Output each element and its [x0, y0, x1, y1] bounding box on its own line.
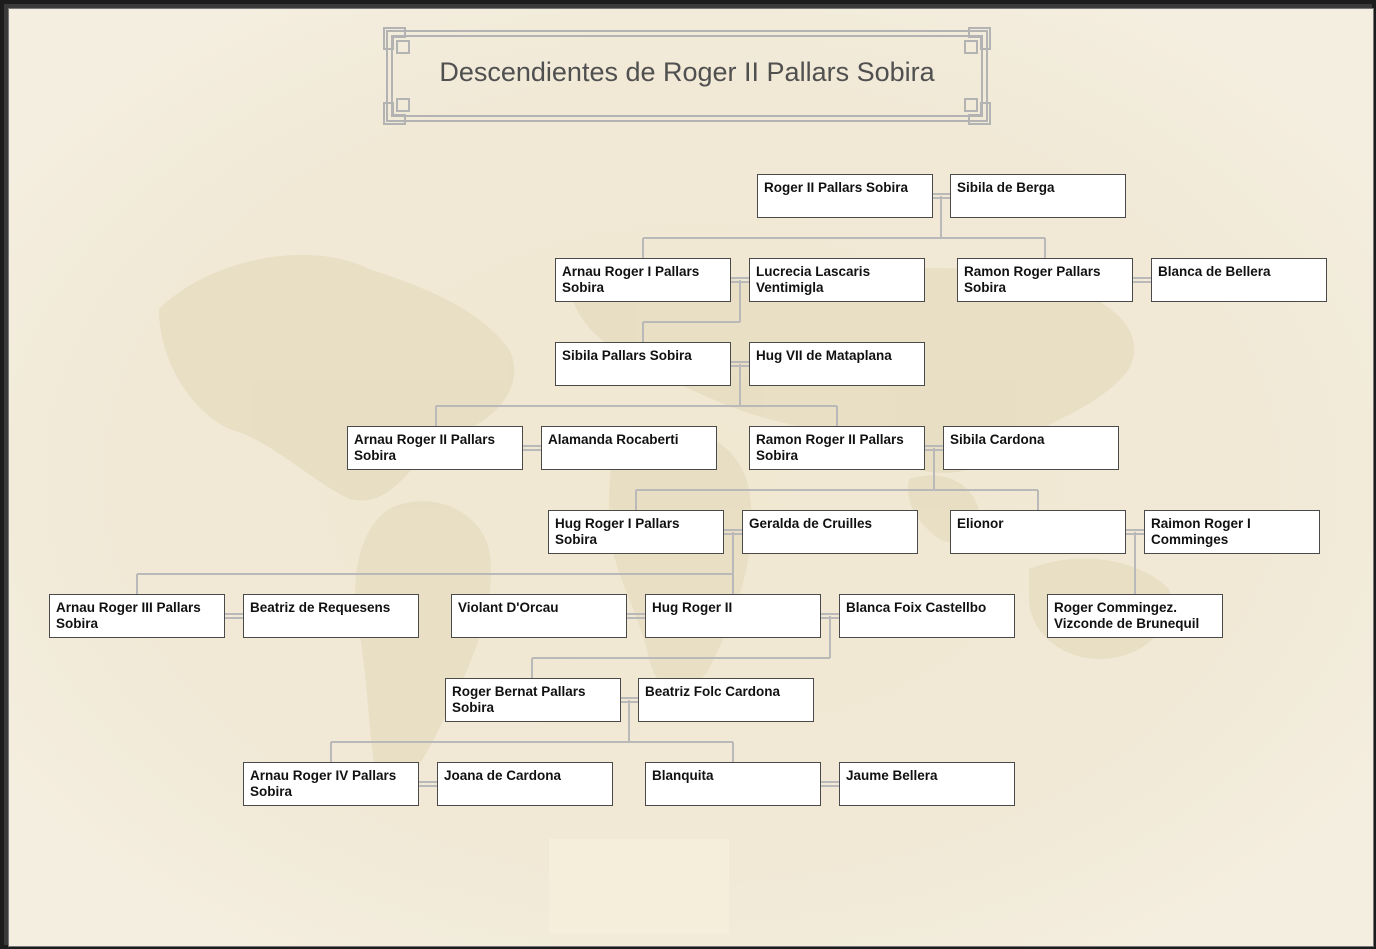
person-box-hug-vii[interactable]: Hug VII de Mataplana — [749, 342, 925, 386]
person-box-geralda-de-cruilles[interactable]: Geralda de Cruilles — [742, 510, 918, 554]
person-box-lucrecia-lascaris[interactable]: Lucrecia Lascaris Ventimigla — [749, 258, 925, 302]
person-box-roger-commingez[interactable]: Roger Commingez. Vizconde de Brunequil — [1047, 594, 1223, 638]
person-box-raimon-roger-i[interactable]: Raimon Roger I Comminges — [1144, 510, 1320, 554]
person-box-arnau-roger-iv[interactable]: Arnau Roger IV Pallars Sobira — [243, 762, 419, 806]
person-box-arnau-roger-iii[interactable]: Arnau Roger III Pallars Sobira — [49, 594, 225, 638]
person-box-blanquita[interactable]: Blanquita — [645, 762, 821, 806]
person-box-sibila-cardona[interactable]: Sibila Cardona — [943, 426, 1119, 470]
person-box-blanca-de-bellera[interactable]: Blanca de Bellera — [1151, 258, 1327, 302]
title-frame: Descendientes de Roger II Pallars Sobira — [383, 27, 991, 125]
person-box-beatriz-de-requesens[interactable]: Beatriz de Requesens — [243, 594, 419, 638]
person-box-ramon-roger[interactable]: Ramon Roger Pallars Sobira — [957, 258, 1133, 302]
page-title: Descendientes de Roger II Pallars Sobira — [439, 57, 935, 87]
person-box-arnau-roger-ii[interactable]: Arnau Roger II Pallars Sobira — [347, 426, 523, 470]
person-box-joana-de-cardona[interactable]: Joana de Cardona — [437, 762, 613, 806]
person-box-elionor[interactable]: Elionor — [950, 510, 1126, 554]
person-box-hug-roger-i[interactable]: Hug Roger I Pallars Sobira — [548, 510, 724, 554]
person-box-sibila-de-berga[interactable]: Sibila de Berga — [950, 174, 1126, 218]
person-box-roger-ii[interactable]: Roger II Pallars Sobira — [757, 174, 933, 218]
person-box-hug-roger-ii[interactable]: Hug Roger II — [645, 594, 821, 638]
person-box-jaume-bellera[interactable]: Jaume Bellera — [839, 762, 1015, 806]
person-box-roger-bernat[interactable]: Roger Bernat Pallars Sobira — [445, 678, 621, 722]
person-box-ramon-roger-ii[interactable]: Ramon Roger II Pallars Sobira — [749, 426, 925, 470]
person-box-beatriz-folc-cardona[interactable]: Beatriz Folc Cardona — [638, 678, 814, 722]
title-border — [383, 27, 991, 125]
person-box-sibila-pallars-sobira[interactable]: Sibila Pallars Sobira — [555, 342, 731, 386]
person-box-alamanda-rocaberti[interactable]: Alamanda Rocaberti — [541, 426, 717, 470]
person-box-violant-dorcau[interactable]: Violant D'Orcau — [451, 594, 627, 638]
person-box-arnau-roger-i[interactable]: Arnau Roger I Pallars Sobira — [555, 258, 731, 302]
person-box-blanca-foix-castellbo[interactable]: Blanca Foix Castellbo — [839, 594, 1015, 638]
